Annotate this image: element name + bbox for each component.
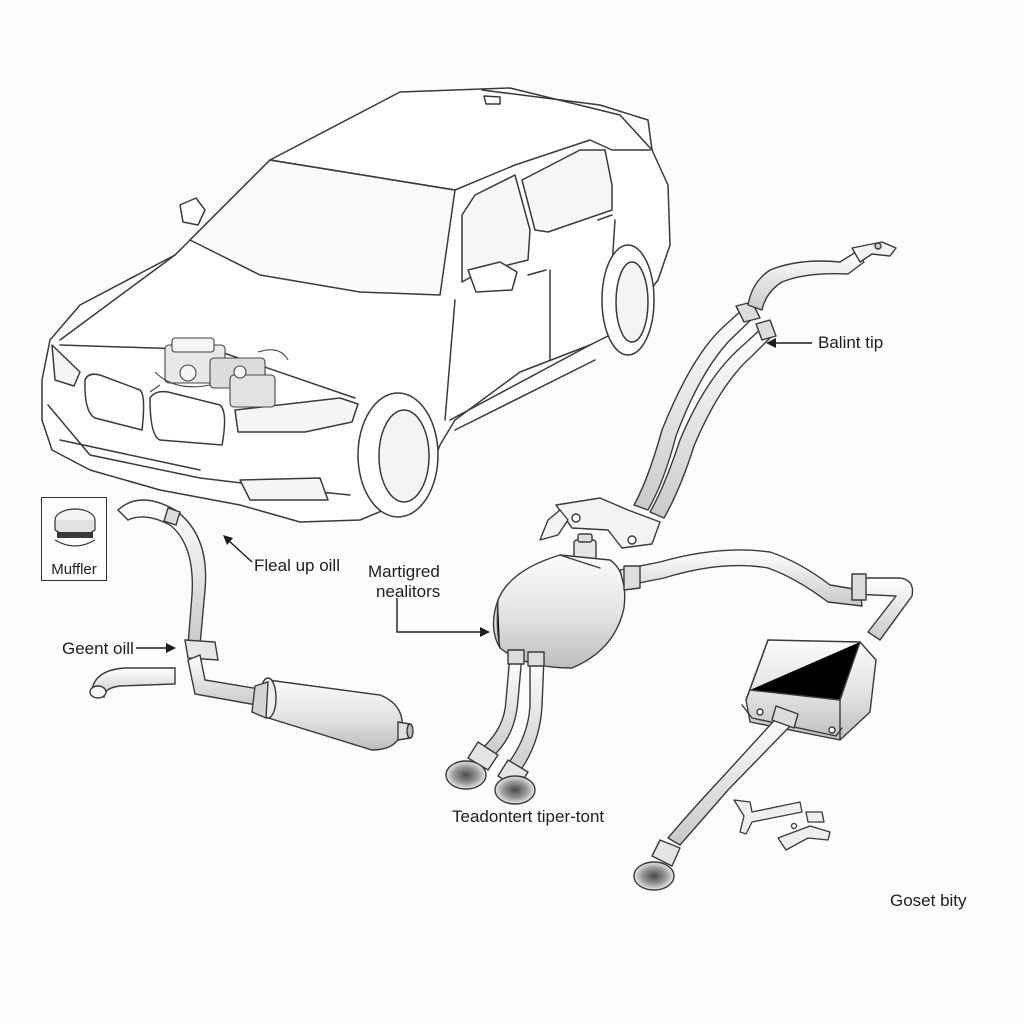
center-exhaust-system [445, 241, 897, 805]
car-illustration [41, 87, 671, 523]
label-martigred: Martigred [368, 562, 440, 581]
muffler-label: Muffler [51, 561, 97, 578]
label-balint-tip: Balint tip [818, 333, 884, 352]
label-goset-bity: Goset bity [890, 891, 967, 910]
muffler-legend-box: Muffler [41, 497, 107, 581]
muffler-icon [54, 508, 96, 547]
rear-exhaust-system [633, 573, 914, 891]
label-fleal-up-oill: Fleal up oill [254, 556, 340, 575]
label-nealitors: nealitors [376, 582, 441, 601]
label-teadontert: Teadontert tiper-tont [452, 807, 605, 826]
leader-lines [136, 338, 812, 653]
front-exhaust-pipe [89, 499, 414, 751]
label-geent-oill: Geent oill [62, 639, 134, 658]
hardware-pieces [733, 799, 831, 851]
engine-illustration [149, 337, 289, 408]
